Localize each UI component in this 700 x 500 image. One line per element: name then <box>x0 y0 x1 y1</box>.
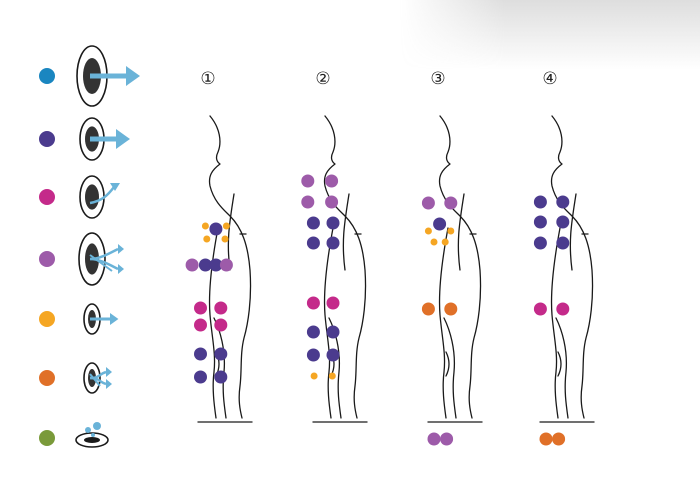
penetration-medium-arrow-icon <box>79 117 130 161</box>
treatment-dot <box>556 302 570 316</box>
legend-dot <box>39 311 55 327</box>
treatment-dot <box>198 258 212 272</box>
treatment-dot <box>325 195 339 209</box>
treatment-dot <box>301 195 315 209</box>
treatment-dot <box>533 302 547 316</box>
legend-dot <box>39 370 55 386</box>
treatment-dot <box>194 301 207 315</box>
treatment-dot <box>219 258 233 272</box>
treatment-dot <box>203 235 211 243</box>
treatment-dot <box>328 372 336 380</box>
figure-number-label: ② <box>315 69 330 89</box>
treatment-dot <box>310 372 318 380</box>
treatment-dot <box>326 348 340 362</box>
treatment-dot <box>427 432 441 446</box>
treatment-dot <box>556 215 570 229</box>
treatment-dot <box>306 325 320 339</box>
penetration-small-arrow-icon <box>83 303 119 335</box>
penetration-split-arrow-icon <box>78 232 124 286</box>
treatment-dot <box>301 174 315 188</box>
penetration-small-split-arrow-icon <box>83 362 112 394</box>
surface-droplets-icon <box>75 422 109 448</box>
legend-row <box>39 362 112 394</box>
treatment-dot <box>194 347 207 361</box>
penetration-large-arrow-icon <box>76 45 140 107</box>
legend-dot <box>39 251 55 267</box>
body-outline <box>312 115 368 423</box>
treatment-dot <box>209 222 223 236</box>
treatment-dot <box>209 258 223 272</box>
treatment-dot <box>194 318 207 332</box>
treatment-dot <box>306 296 320 310</box>
figure-number-label: ④ <box>542 69 557 89</box>
legend-row <box>39 232 124 286</box>
treatment-dot <box>444 302 458 316</box>
treatment-dot <box>433 217 447 231</box>
treatment-dot <box>214 370 228 384</box>
body-figure: ④ <box>533 69 595 446</box>
body-figure: ① <box>185 69 253 423</box>
legend-row <box>39 422 109 448</box>
treatment-dot <box>185 258 199 272</box>
treatment-dot <box>201 222 209 230</box>
treatment-dot <box>556 236 570 250</box>
treatment-dot <box>421 196 435 210</box>
treatment-dot <box>214 347 228 361</box>
legend-row <box>39 175 120 219</box>
legend-dot <box>39 430 55 446</box>
treatment-dot <box>306 236 320 250</box>
treatment-dot <box>221 235 229 243</box>
body-figure: ② <box>301 69 368 423</box>
treatment-dot <box>326 216 340 230</box>
treatment-dot <box>533 236 547 250</box>
figures: ① ② ③ ④ <box>185 69 595 446</box>
treatment-dot <box>214 301 228 315</box>
legend-row <box>39 45 140 107</box>
treatment-dot <box>326 296 340 310</box>
treatment-dot <box>552 432 566 446</box>
body-outline <box>539 115 595 423</box>
treatment-dot <box>424 227 432 235</box>
penetration-curved-arrow-icon <box>79 175 120 219</box>
body-outline <box>427 115 483 423</box>
treatment-dot <box>421 302 435 316</box>
legend <box>39 45 140 448</box>
figure-number-label: ① <box>200 69 215 89</box>
body-figure: ③ <box>421 69 483 446</box>
treatment-dot <box>306 216 320 230</box>
treatment-dot <box>539 432 553 446</box>
treatment-dot <box>326 236 340 250</box>
top-right-shadow <box>400 0 700 70</box>
treatment-dot <box>325 174 339 188</box>
legend-row <box>39 117 130 161</box>
treatment-dot <box>222 222 230 230</box>
treatment-dot <box>214 318 228 332</box>
treatment-dot <box>194 370 207 384</box>
legend-row <box>39 303 119 335</box>
treatment-dot <box>430 238 438 246</box>
legend-dot <box>39 68 55 84</box>
legend-dot <box>39 131 55 147</box>
treatment-dot <box>444 196 458 210</box>
treatment-dot <box>306 348 320 362</box>
treatment-dot <box>441 238 449 246</box>
treatment-dot <box>440 432 454 446</box>
treatment-dot <box>556 195 570 209</box>
treatment-dot <box>447 227 455 235</box>
treatment-dot <box>326 325 340 339</box>
legend-dot <box>39 189 55 205</box>
figure-number-label: ③ <box>430 69 445 89</box>
treatment-dot <box>533 215 547 229</box>
treatment-dot <box>533 195 547 209</box>
